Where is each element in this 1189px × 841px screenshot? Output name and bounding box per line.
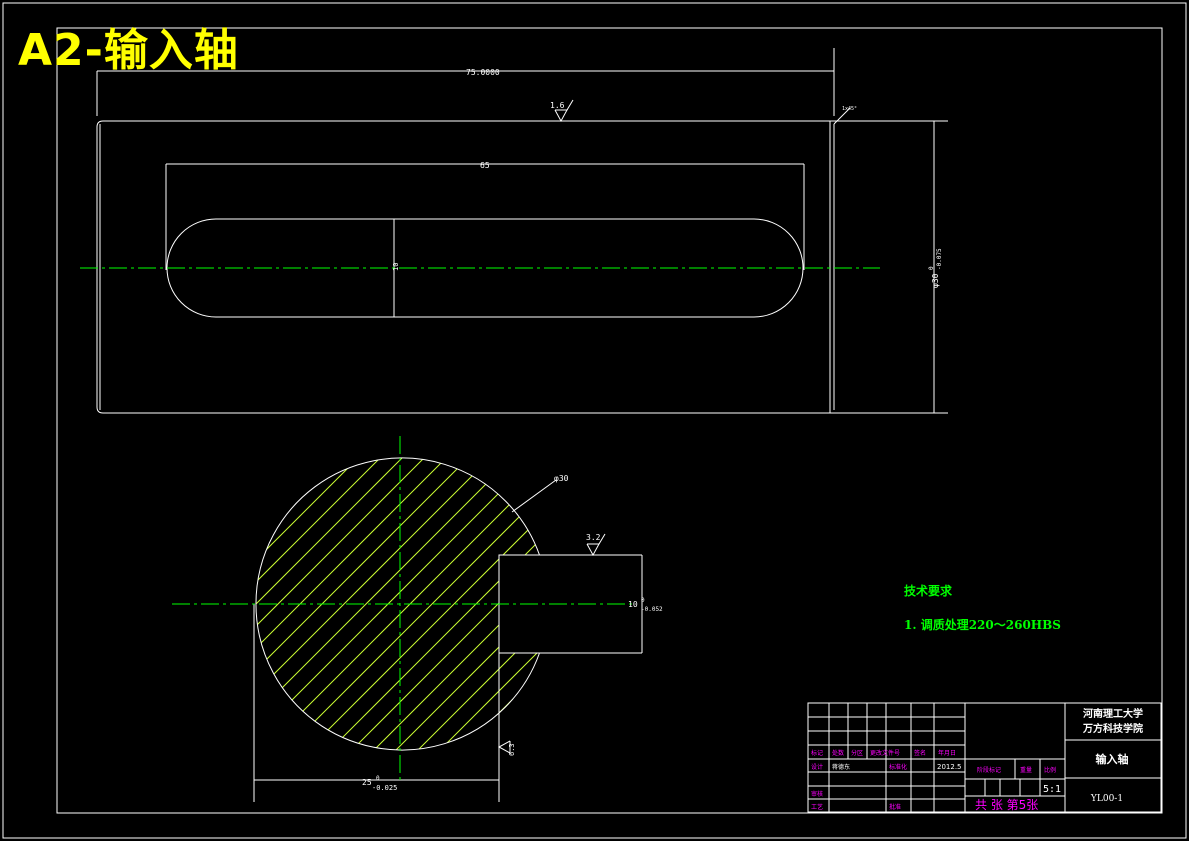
dim-length-label: 75.0000 xyxy=(466,68,500,77)
hatch-line xyxy=(385,457,540,751)
hatch-line xyxy=(255,457,435,751)
section-view xyxy=(253,457,643,802)
hdr-count: 处数 xyxy=(832,749,844,757)
chamfer-leader xyxy=(837,107,851,121)
chamfer-tick xyxy=(833,119,839,125)
diameter-base: φ30 xyxy=(931,273,940,288)
design-date: 2012.5 xyxy=(937,763,962,771)
depth-base: 25 xyxy=(362,778,372,787)
keyway-slot xyxy=(166,218,804,318)
hdr-zone: 分区 xyxy=(851,749,863,757)
key-width-label: 10 0 -0.052 xyxy=(628,597,663,613)
roughness-front-label: 1.6 xyxy=(550,101,565,110)
diameter-leader xyxy=(511,479,557,513)
front-view xyxy=(96,48,948,414)
lbl-stage: 阶段标记 xyxy=(977,766,1001,774)
hatch-line xyxy=(255,457,413,751)
row-review: 审核 xyxy=(811,790,823,798)
designer-name: 蒋德东 xyxy=(832,763,850,771)
hdr-doc: 更改文件号 xyxy=(870,749,900,757)
diameter-tol-upper: 0 xyxy=(928,266,935,270)
roughness-symbol-front xyxy=(554,109,568,123)
depth-label: 25 0 -0.025 xyxy=(362,775,397,792)
hdr-mark: 标记 xyxy=(811,749,823,757)
hdr-sign: 签名 xyxy=(914,749,926,757)
notes-item-1: 1. 调质处理220～260HBS xyxy=(904,618,1061,632)
row-process: 工艺 xyxy=(811,803,823,811)
key-width-base: 10 xyxy=(628,600,638,609)
school-line2: 万方科技学院 xyxy=(1082,722,1143,735)
scale-value: 5:1 xyxy=(1043,784,1061,795)
roughness-side-label: 6.3 xyxy=(508,743,516,756)
key-width-tol-upper: 0 xyxy=(641,597,645,604)
notes-heading: 技术要求 xyxy=(904,584,953,598)
depth-tol-upper: 0 xyxy=(376,775,380,782)
hatch-line xyxy=(255,457,479,751)
depth-tol-lower: -0.025 xyxy=(372,784,397,792)
shaft-outline xyxy=(96,120,831,414)
roughness-symbol-key-tail xyxy=(598,533,606,545)
diameter-label: φ30 0 -0.075 xyxy=(928,248,943,288)
lbl-weight: 重量 xyxy=(1020,766,1032,774)
row-design: 设计 xyxy=(811,763,823,771)
title-block-labels: 标记 处数 分区 更改文件号 签名 年月日 设计 标准化 审核 工艺 批准 阶段… xyxy=(811,749,1056,811)
sheet-title: A2-输入轴 xyxy=(18,25,239,76)
roughness-symbol-tail xyxy=(566,99,574,111)
title-block xyxy=(807,702,1162,813)
title-block-frame xyxy=(807,702,1162,813)
roughness-symbol-side xyxy=(497,740,511,754)
part-name: 输入轴 xyxy=(1096,752,1129,766)
key-depth-label: 10 xyxy=(392,263,400,271)
row-std: 标准化 xyxy=(889,763,907,771)
section-hatch xyxy=(255,457,540,751)
hatch-line xyxy=(341,457,540,751)
row-approve: 批准 xyxy=(889,803,901,811)
dim-slot-label: 65 xyxy=(480,161,490,170)
sheet-count: 共 张 第5张 xyxy=(975,798,1038,812)
diameter-tol-lower: -0.075 xyxy=(936,248,943,270)
chamfer-label: 1x45° xyxy=(842,106,857,112)
school-line1: 河南理工大学 xyxy=(1083,707,1143,720)
drawing-number: YL00-1 xyxy=(1090,794,1123,804)
inner-border xyxy=(56,27,1163,814)
roughness-symbol-key xyxy=(586,543,600,557)
roughness-key-label: 3.2 xyxy=(586,533,601,542)
hatch-line xyxy=(363,457,540,751)
hdr-date: 年月日 xyxy=(938,749,956,757)
key-width-tol-lower: -0.052 xyxy=(641,606,663,613)
section-diameter-label: φ30 xyxy=(554,474,569,483)
section-circle xyxy=(255,457,540,751)
lbl-scale: 比例 xyxy=(1044,766,1056,774)
